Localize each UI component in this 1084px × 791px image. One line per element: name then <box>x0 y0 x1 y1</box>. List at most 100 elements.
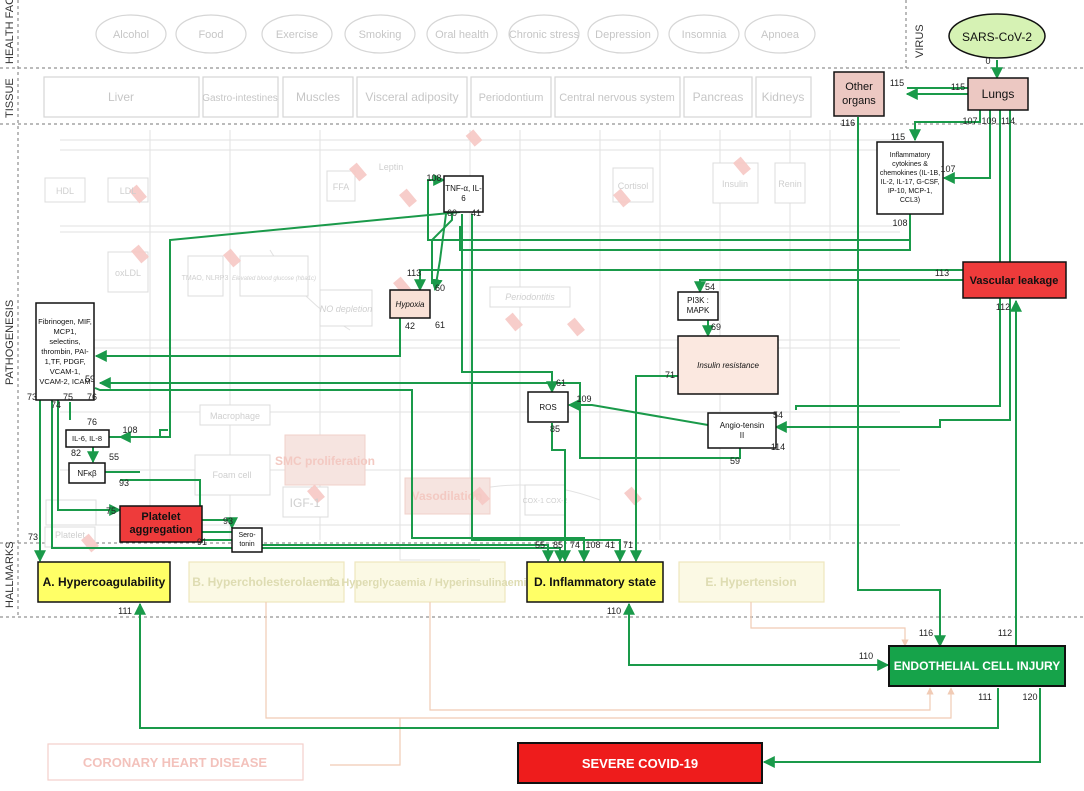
health-factor-smoking: Smoking <box>359 29 402 41</box>
edge-label: 42 <box>405 321 415 331</box>
tissue-periodontium: Periodontium <box>479 92 544 104</box>
inner-hdl: HDL <box>56 186 74 196</box>
edge-label: 93 <box>119 478 129 488</box>
insulin-resistance-label: Insulin resistance <box>697 361 759 370</box>
serotonin-node: Sero-tonin <box>231 527 263 553</box>
edge-label: 59 <box>730 456 740 466</box>
covid-edges <box>34 60 1041 768</box>
tissue-pancreas: Pancreas <box>693 90 744 104</box>
edge-label: 116 <box>919 628 933 638</box>
vascular-leakage-label: Vascular leakage <box>970 275 1059 287</box>
edge-label: 60 <box>447 208 457 218</box>
section-label-health-factors: HEALTH FACTORS <box>4 0 16 64</box>
edge-label: 54 <box>773 410 783 420</box>
health-factor-food: Food <box>198 29 223 41</box>
edge-label: 69 <box>711 322 721 332</box>
nfkb-label: NFκβ <box>77 469 97 478</box>
inner-oxldl: oxLDL <box>115 268 141 278</box>
section-label-virus: VIRUS <box>914 24 926 58</box>
edge-label: 73 <box>28 532 38 542</box>
edge-label: 115 <box>891 132 905 142</box>
edge-label: 120 <box>1022 692 1037 702</box>
inner-elevated-glucose: Elevated blood glucose (hba1c) <box>232 276 316 282</box>
edge-label: 111 <box>118 606 132 616</box>
angiotensin-label: Angio-tensin II <box>719 420 765 440</box>
edge-label: 71 <box>623 540 633 550</box>
fibrinogen-label: Fibrinogen, MIF, MCP1, selectins, thromb… <box>38 316 92 386</box>
vascular-leakage-node: Vascular leakage <box>962 261 1067 299</box>
tissue-liver: Liver <box>108 90 134 104</box>
hallmark-b: B. Hypercholesterolaemia <box>192 575 340 589</box>
lungs-label: Lungs <box>982 87 1015 101</box>
inner-cox: COX-1 COX-2 <box>523 498 568 505</box>
edge-label: 111 <box>978 692 992 702</box>
edge-label: 109 <box>576 394 591 404</box>
health-factor-depression: Depression <box>595 29 651 41</box>
edge-label: 61 <box>556 378 566 388</box>
faded-tissues <box>43 76 812 118</box>
edge-label: 0 <box>985 56 990 66</box>
cytokines-node: Inflammatory cytokines & chemokines (IL-… <box>876 141 944 215</box>
inner-leptin: Leptin <box>379 162 404 172</box>
hallmark-e: E. Hypertension <box>705 575 796 589</box>
edge-label: 60 <box>435 283 445 293</box>
edge-label: 93 <box>223 516 233 526</box>
edge-label: 112 <box>996 302 1010 312</box>
endothelial-label: ENDOTHELIAL CELL INJURY <box>894 659 1060 673</box>
tissue-muscles: Muscles <box>296 90 340 104</box>
hallmark-a-label: A. Hypercoagulability <box>43 575 166 589</box>
edge-label: 41 <box>605 540 615 550</box>
edge-label: 114 <box>771 442 785 452</box>
edge-label: 116 <box>841 118 855 128</box>
edge-label: 75 <box>106 506 116 516</box>
edge-label: 107 <box>940 164 955 174</box>
cytokines-label: Inflammatory cytokines & chemokines (IL-… <box>879 152 941 204</box>
hypoxia-label: Hypoxia <box>396 300 425 309</box>
faded-orange-edges <box>265 602 955 766</box>
tnf-node: TNF-α, IL-6 <box>443 175 484 213</box>
hallmark-d-label: D. Inflammatory state <box>534 575 656 589</box>
edge-label: 75 <box>63 392 73 402</box>
inner-renin: Renin <box>778 179 802 189</box>
faded-hallmarks <box>47 561 825 781</box>
section-label-pathogenesis: PATHOGENESIS <box>4 300 16 385</box>
ros-node: ROS <box>527 391 569 423</box>
ros-label: ROS <box>539 403 556 412</box>
health-factor-chronic-stress: Chronic stress <box>509 29 580 41</box>
faded-inner-boxes <box>44 162 806 548</box>
tissue-kidneys: Kidneys <box>762 90 805 104</box>
inner-igf1: IGF-1 <box>290 496 321 510</box>
health-factor-apnoea: Apnoea <box>761 29 800 41</box>
edge-label: 108 <box>426 173 441 183</box>
edge-label: 112 <box>998 628 1012 638</box>
health-factor-insomnia: Insomnia <box>682 29 728 41</box>
health-factor-oral-health: Oral health <box>435 29 489 41</box>
edge-label: 54 <box>705 282 715 292</box>
tissue-cns: Central nervous system <box>559 92 675 104</box>
edge-label: 74 <box>51 400 61 410</box>
edge-label: 76 <box>87 392 97 402</box>
edge-label: 82 <box>71 448 81 458</box>
lungs-node: Lungs <box>967 77 1029 111</box>
severe-covid-node: SEVERE COVID-19 <box>517 742 763 784</box>
edge-label: 55 <box>109 452 119 462</box>
pi3k-label: PI3K : MAPK <box>686 296 710 315</box>
edge-label: 114 <box>1001 116 1015 126</box>
severe-covid-label: SEVERE COVID-19 <box>582 756 698 771</box>
inner-insulin: Insulin <box>722 179 748 189</box>
platelet-aggregation-label: Platelet aggregation <box>129 511 193 536</box>
inner-smc-proliferation: SMC proliferation <box>275 454 375 468</box>
hallmark-c: C. Hyperglycaemia / Hyperinsulinaemia <box>327 577 533 589</box>
pi3k-node: PI3K : MAPK <box>677 291 719 321</box>
insulin-resistance-node: Insulin resistance <box>677 335 779 395</box>
hypoxia-node: Hypoxia <box>389 289 431 319</box>
edge-label: 110 <box>859 651 873 661</box>
endothelial-node: ENDOTHELIAL CELL INJURY <box>888 645 1066 687</box>
tnf-label: TNF-α, IL-6 <box>445 184 482 203</box>
platelet-aggregation-node: Platelet aggregation <box>119 505 203 543</box>
inner-no-depletion: NO depletion <box>320 304 373 314</box>
edge-label: 107 <box>962 116 977 126</box>
inner-macrophage: Macrophage <box>210 411 260 421</box>
edge-label: 59 <box>85 374 95 384</box>
